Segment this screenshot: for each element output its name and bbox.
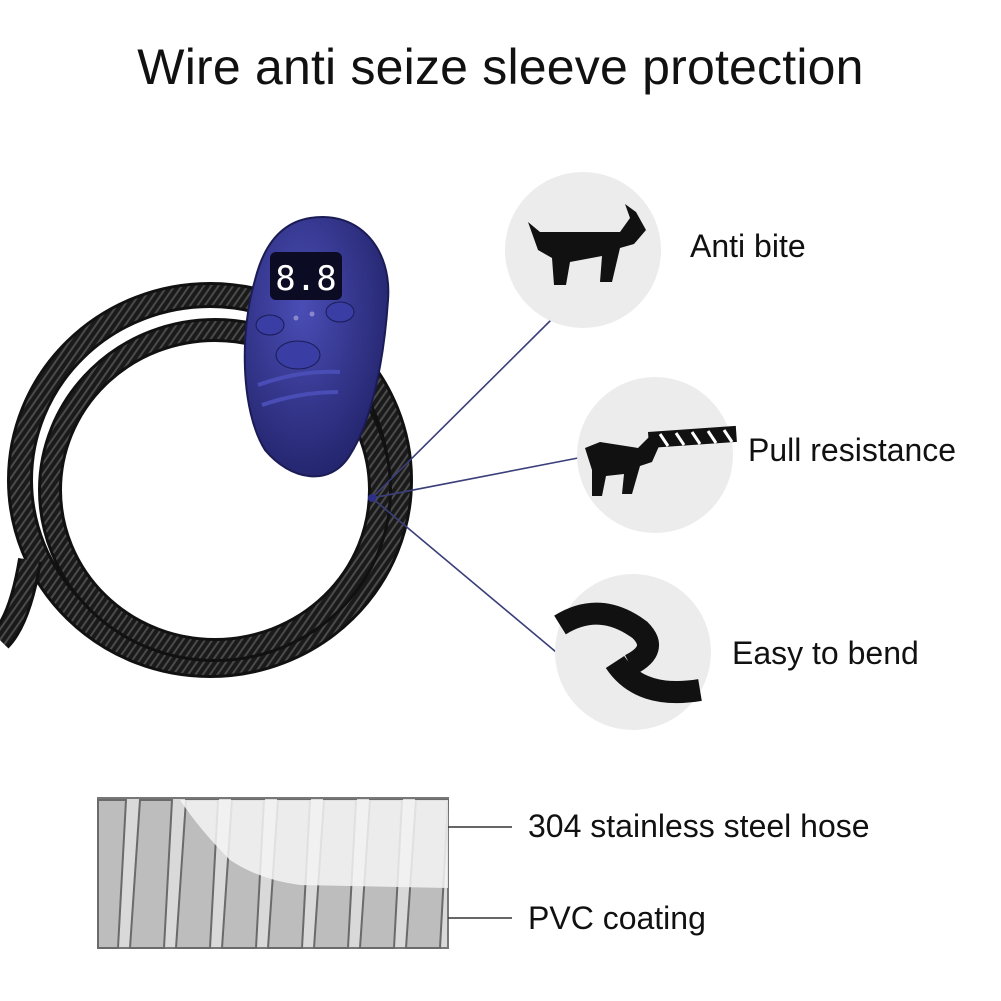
feature-anti-bite [505,172,661,328]
feature-pull-resistance [577,377,737,533]
hose-cross-section [97,797,512,949]
page-title: Wire anti seize sleeve protection [137,39,864,95]
digital-display [270,252,342,300]
temperature-controller: 8.8 [243,215,390,478]
left-button[interactable] [255,314,285,336]
feature-label-anti-bite: Anti bite [690,228,806,264]
layer-label-pvc-coating: PVC coating [528,900,706,936]
feature-easy-to-bend [554,574,711,730]
feature-label-easy-to-bend: Easy to bend [732,635,919,671]
leader-lines [371,317,579,653]
layer-label-steel-hose: 304 stainless steel hose [528,808,870,844]
cutaway-inner [150,800,448,888]
display-readout: 8.8 [275,259,336,299]
dog-icon [528,204,646,285]
bent-hose-icon [554,602,702,704]
right-button[interactable] [325,301,355,323]
dog-pulling-leash-icon [585,425,737,496]
feature-label-pull-resistance: Pull resistance [748,432,957,468]
power-button[interactable] [275,340,321,370]
